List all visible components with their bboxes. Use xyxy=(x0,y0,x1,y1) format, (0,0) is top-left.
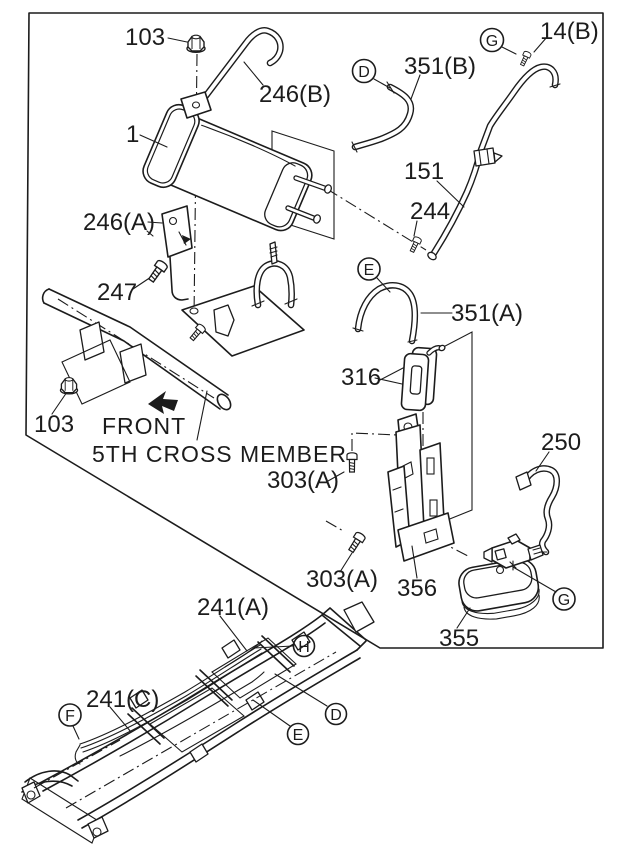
label-103-top: 103 xyxy=(125,24,165,51)
callout-d-upper-letter: D xyxy=(358,64,370,81)
callout-e-upper-letter: E xyxy=(364,262,375,279)
callout-g-upper: G xyxy=(479,27,505,53)
screw-icon-303a-upper xyxy=(346,452,358,473)
label-247: 247 xyxy=(97,279,137,306)
canister xyxy=(142,103,332,232)
part-labels: 103 246(B) 1 246(A) 247 103 303(A) 303(A… xyxy=(34,18,599,713)
callout-f-lower-letter: F xyxy=(65,708,75,725)
annotation-front: FRONT xyxy=(102,413,186,439)
screw-icon-247 xyxy=(145,258,170,285)
screw-icon-base xyxy=(187,322,207,343)
clip-icon-14b xyxy=(518,50,533,68)
label-241c: 241(C) xyxy=(86,686,159,713)
label-250: 250 xyxy=(541,429,581,456)
label-241a: 241(A) xyxy=(197,594,269,621)
hose-351a xyxy=(352,282,419,345)
label-246a: 246(A) xyxy=(83,209,155,236)
strap-bracket-246b xyxy=(180,27,284,119)
clip-icon-244 xyxy=(407,235,423,254)
canister-355 xyxy=(458,558,540,620)
label-303a-lower: 303(A) xyxy=(306,566,378,593)
callout-e-upper: E xyxy=(357,257,381,281)
callouts: D G E G H F D E xyxy=(58,27,576,746)
enclosure-border xyxy=(25,12,604,649)
callout-f-lower: F xyxy=(58,703,82,727)
callout-e-lower-letter: E xyxy=(293,727,304,744)
cross-member-tube xyxy=(41,288,232,411)
solenoid-valve-355 xyxy=(483,533,548,575)
callout-h-lower-letter: H xyxy=(298,639,310,656)
label-244: 244 xyxy=(410,198,450,225)
label-355: 355 xyxy=(439,625,479,652)
label-103-left: 103 xyxy=(34,411,74,438)
callout-g-lower-letter: G xyxy=(558,592,570,609)
label-246b: 246(B) xyxy=(259,81,331,108)
fuel-pipes-241 xyxy=(74,640,265,765)
chassis-frame xyxy=(21,601,375,844)
label-351b: 351(B) xyxy=(404,53,476,80)
label-356: 356 xyxy=(397,575,437,602)
callout-g-upper-letter: G xyxy=(486,33,498,50)
callout-d-lower-letter: D xyxy=(330,707,342,724)
nut-icon-103-left xyxy=(59,376,79,395)
callout-e-lower: E xyxy=(286,722,310,746)
hose-clamp-151 xyxy=(473,147,496,167)
bracket-356 xyxy=(387,413,455,562)
canister-mount-bracket xyxy=(146,205,305,357)
label-316: 316 xyxy=(341,364,381,391)
nut-icon-103-top xyxy=(186,34,206,53)
front-arrow-icon xyxy=(148,391,178,414)
hose-250 xyxy=(515,465,561,556)
label-151: 151 xyxy=(404,158,444,185)
vacuum-valve-316 xyxy=(400,344,446,412)
callout-d-lower: D xyxy=(324,702,348,726)
label-1: 1 xyxy=(126,121,139,148)
callout-g-lower: G xyxy=(552,587,576,611)
label-351a: 351(A) xyxy=(451,300,523,327)
annotations: FRONT 5TH CROSS MEMBER xyxy=(92,413,347,467)
screw-icon-303a-lower xyxy=(345,530,367,555)
callout-d-upper: D xyxy=(351,58,377,84)
label-14b: 14(B) xyxy=(540,18,599,45)
hose-151 xyxy=(427,63,561,261)
hose-351b xyxy=(351,81,415,153)
canister-ports xyxy=(285,175,332,224)
annotation-cross-member: 5TH CROSS MEMBER xyxy=(92,441,347,467)
label-303a-upper: 303(A) xyxy=(267,467,339,494)
callout-h-lower: H xyxy=(292,634,316,658)
